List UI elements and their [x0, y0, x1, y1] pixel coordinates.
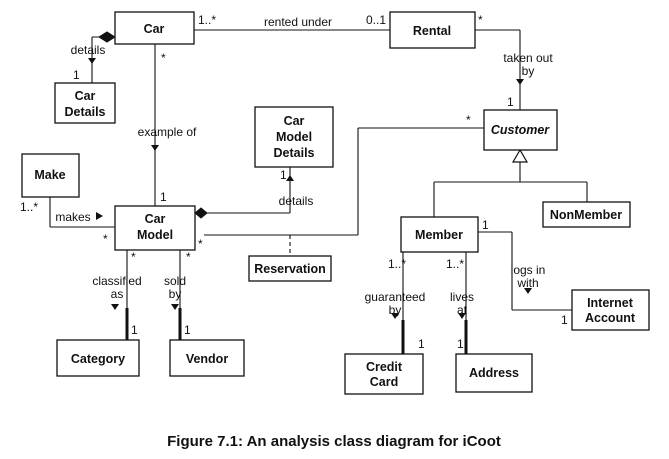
- class-name-line2: Account: [585, 311, 636, 325]
- class-customer: Customer: [483, 109, 558, 151]
- class-name-line2: Model: [137, 228, 173, 242]
- label-taken-out-by-line1: taken out: [503, 51, 553, 65]
- label-sold-by-line1: sold: [164, 274, 186, 288]
- class-name: NonMember: [550, 208, 622, 222]
- class-car: Car: [114, 11, 195, 45]
- multiplicity-card-end: 1: [418, 337, 425, 351]
- class-car-model: Car Model: [114, 205, 196, 251]
- class-vendor: Vendor: [169, 339, 245, 377]
- multiplicity-make-end: 1..*: [20, 200, 38, 214]
- reading-arrow-classified-as: [111, 304, 119, 310]
- class-name-line2: Card: [370, 375, 398, 389]
- multiplicity-car-example: *: [161, 51, 166, 65]
- reading-arrow-details-model: [286, 175, 294, 181]
- class-name-line2: Model: [276, 130, 312, 144]
- multiplicity-car-details-end: 1: [73, 68, 80, 82]
- class-name: Make: [34, 168, 65, 182]
- multiplicity-rental-taken: *: [478, 13, 483, 27]
- reading-arrow-makes: [96, 212, 103, 220]
- label-logs-in-with-line1: logs in: [511, 263, 546, 277]
- class-category: Category: [56, 339, 140, 377]
- class-name-line2: Details: [65, 105, 106, 119]
- reading-arrow-logs-in: [524, 288, 532, 294]
- class-credit-card: Credit Card: [344, 353, 424, 395]
- label-sold-by-line2: by: [169, 287, 182, 301]
- reading-arrow-example-of: [151, 145, 159, 151]
- class-name-line1: Car: [75, 89, 96, 103]
- figure-caption: Figure 7.1: An analysis class diagram fo…: [167, 433, 501, 450]
- label-classified-as-line2: as: [111, 287, 124, 301]
- label-guaranteed-by-line2: by: [389, 303, 402, 317]
- class-name: Vendor: [186, 352, 229, 366]
- multiplicity-model-makes: *: [103, 232, 108, 246]
- class-name: Category: [71, 352, 125, 366]
- multiplicity-car-rental: 1..*: [198, 13, 216, 27]
- class-name-line1: Car: [145, 212, 166, 226]
- multiplicity-model-details-end: 1: [280, 168, 287, 182]
- multiplicity-customer-taken: 1: [507, 95, 514, 109]
- label-classified-as-line1: classified: [92, 274, 141, 288]
- class-name: Member: [415, 228, 463, 242]
- class-name: Reservation: [254, 262, 326, 276]
- class-name-line1: Internet: [587, 296, 634, 310]
- multiplicity-member-account: 1: [482, 218, 489, 232]
- label-makes: makes: [55, 210, 90, 224]
- class-rental: Rental: [389, 11, 476, 49]
- class-car-details: Car Details: [54, 82, 116, 124]
- label-lives-at-line1: lives: [450, 290, 474, 304]
- class-name-line3: Details: [274, 146, 315, 160]
- class-name: Address: [469, 366, 519, 380]
- multiplicity-model-category: *: [131, 250, 136, 264]
- label-logs-in-with-line2: with: [516, 276, 538, 290]
- label-guaranteed-by-line1: guaranteed: [365, 290, 426, 304]
- generalization-triangle: [511, 148, 529, 163]
- multiplicity-category-end: 1: [131, 323, 138, 337]
- multiplicity-account-end: 1: [561, 313, 568, 327]
- multiplicity-member-card: 1..*: [388, 257, 406, 271]
- label-details-car: details: [71, 43, 106, 57]
- label-taken-out-by-line2: by: [522, 64, 535, 78]
- class-name: Customer: [491, 123, 550, 137]
- label-rented-under: rented under: [264, 15, 332, 29]
- label-lives-at-line2: at: [457, 303, 468, 317]
- class-name-line1: Credit: [366, 360, 403, 374]
- multiplicity-vendor-end: 1: [184, 323, 191, 337]
- class-reservation: Reservation: [248, 255, 332, 282]
- class-internet-account: Internet Account: [571, 289, 650, 331]
- composition-diamond-car-model: [194, 207, 208, 219]
- reading-arrow-lives-at: [458, 313, 466, 319]
- class-address: Address: [455, 353, 533, 393]
- class-nonmember: NonMember: [542, 201, 631, 228]
- multiplicity-model-reservation: *: [198, 237, 203, 251]
- reading-arrow-sold-by: [171, 304, 179, 310]
- class-name: Rental: [413, 24, 451, 38]
- multiplicity-address-end: 1: [457, 337, 464, 351]
- reading-arrow-guaranteed-by: [391, 313, 399, 319]
- reading-arrow-details-car: [88, 58, 96, 64]
- label-example-of: example of: [138, 125, 197, 139]
- multiplicity-customer-reservation: *: [466, 113, 471, 127]
- reading-arrow-taken-out-by: [516, 79, 524, 85]
- class-car-model-details: Car Model Details: [254, 106, 334, 168]
- class-member: Member: [400, 216, 479, 253]
- composition-diamond-car: [98, 31, 116, 43]
- multiplicity-model-vendor: *: [186, 250, 191, 264]
- class-make: Make: [21, 153, 80, 198]
- multiplicity-member-address: 1..*: [446, 257, 464, 271]
- multiplicity-rental-car: 0..1: [366, 13, 386, 27]
- label-details-model: details: [279, 194, 314, 208]
- multiplicity-model-example: 1: [160, 190, 167, 204]
- class-name: Car: [144, 22, 165, 36]
- class-name-line1: Car: [284, 114, 305, 128]
